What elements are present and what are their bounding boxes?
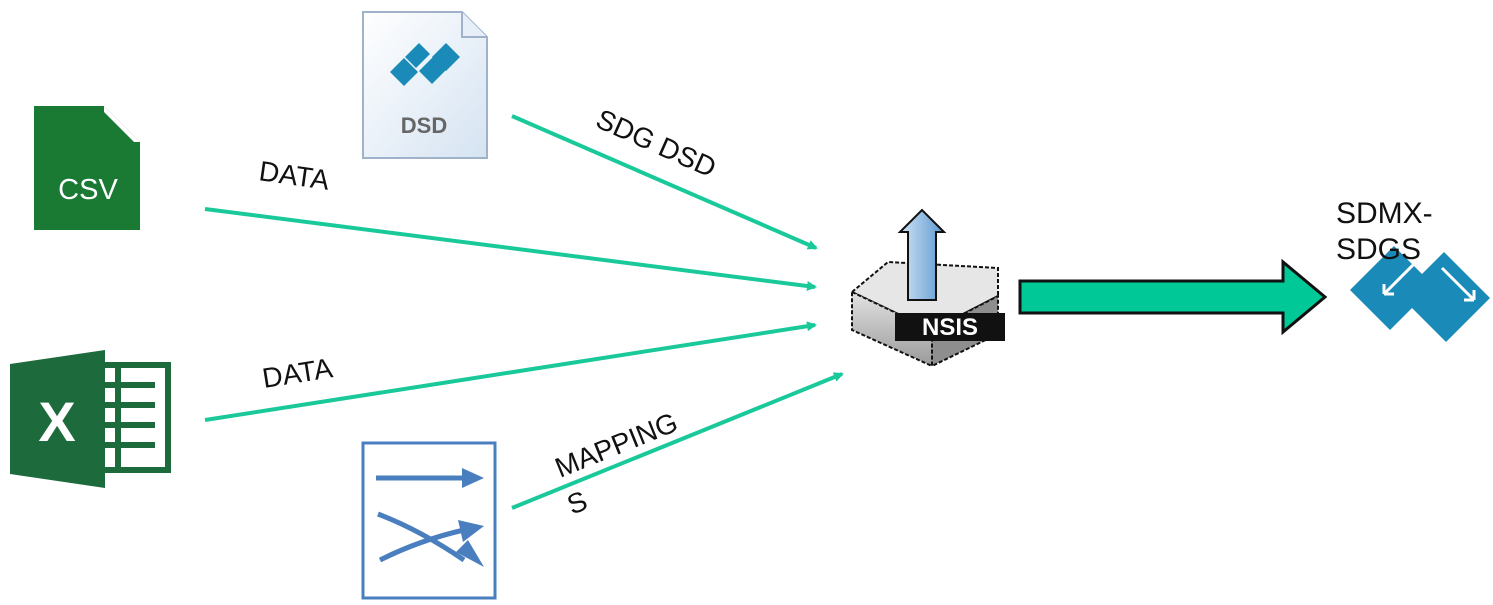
output-label-line2: SDGS [1336, 233, 1421, 266]
edge-label-data-csv: DATA [257, 155, 331, 196]
output-arrow [1018, 258, 1328, 336]
mapping-icon [361, 441, 497, 600]
dsd-logo-icon [390, 43, 460, 86]
excel-file-icon: X [10, 350, 171, 488]
connector-mapping-to-nsis [511, 372, 844, 510]
connector-excel-to-nsis [204, 321, 817, 422]
connectors [204, 114, 844, 510]
dsd-file-icon: DSD [362, 11, 488, 159]
edge-label-mappings-line2: S [563, 485, 592, 521]
edge-label-sdg-dsd: SDG DSD [592, 103, 721, 183]
dsd-icon-label: DSD [401, 113, 447, 138]
excel-icon-label: X [38, 390, 75, 453]
sdmx-logo-icon [1350, 246, 1490, 342]
nsis-badge [895, 313, 1005, 341]
csv-file-icon: CSV [34, 106, 140, 230]
nsis-server-icon: NSIS [850, 208, 1005, 368]
connector-dsd-to-nsis [511, 114, 818, 250]
csv-icon-label: CSV [58, 174, 118, 206]
output-label-line1: SDMX- [1336, 197, 1433, 230]
nsis-badge-label: NSIS [922, 314, 978, 341]
edge-label-data-excel: DATA [260, 352, 335, 394]
connector-csv-to-nsis [204, 207, 817, 291]
